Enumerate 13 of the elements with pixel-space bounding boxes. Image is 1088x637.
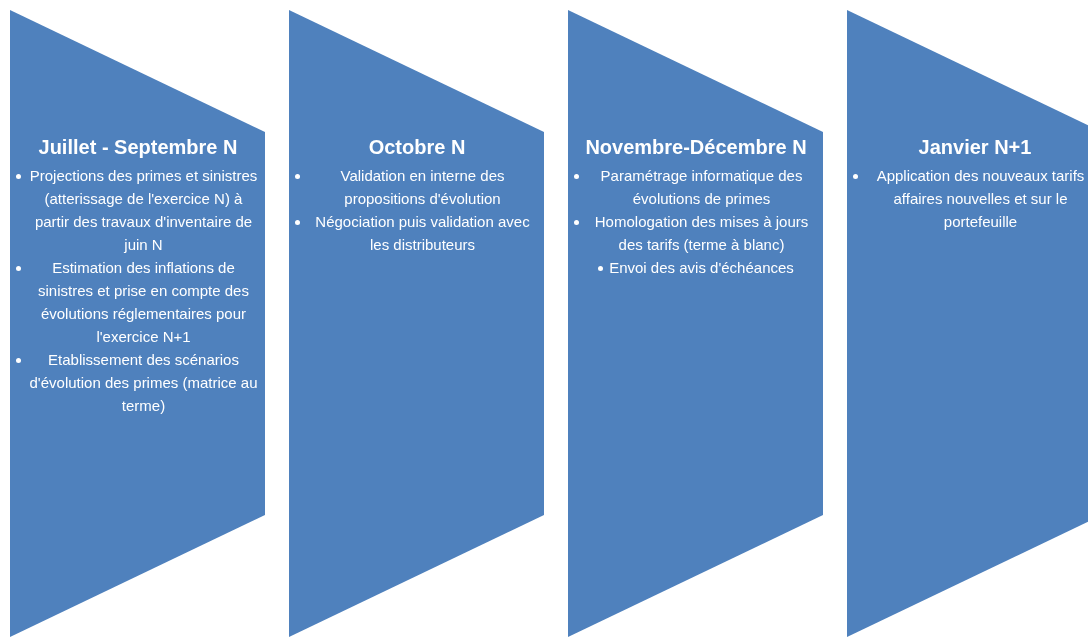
task-text: Estimation des inflations de sinistres et prise en compte des évolutions réglementaires pour l'exercice N+1 [37, 258, 250, 347]
phase-heading: Octobre N [367, 135, 467, 160]
phase-heading: Juillet - Septembre N [37, 135, 239, 160]
task-text: Négociation puis validation avec les distributeurs [314, 212, 531, 255]
task-text: Validation en interne des propositions d'évolution [339, 166, 506, 209]
task-text: Homologation des mises à jours des tarifs (terme à blanc) [593, 212, 810, 255]
phase-heading: Janvier N+1 [917, 135, 1033, 160]
task-text: Etablissement des scénarios d'évolution des primes (matrice au terme) [28, 350, 259, 416]
task-text: Envoi des avis d'échéances [609, 258, 794, 278]
task-text: Projections des primes et sinistres (atterissage de l'exercice N) à partir des travaux d'inventaire de juin N [28, 166, 259, 255]
task-text: Application des nouveaux tarifs affaires nouvelles et sur le portefeuille [875, 166, 1086, 232]
phase-heading: Novembre-Décembre N [584, 135, 808, 160]
task-text: Paramétrage informatique des évolutions de primes [599, 166, 804, 209]
